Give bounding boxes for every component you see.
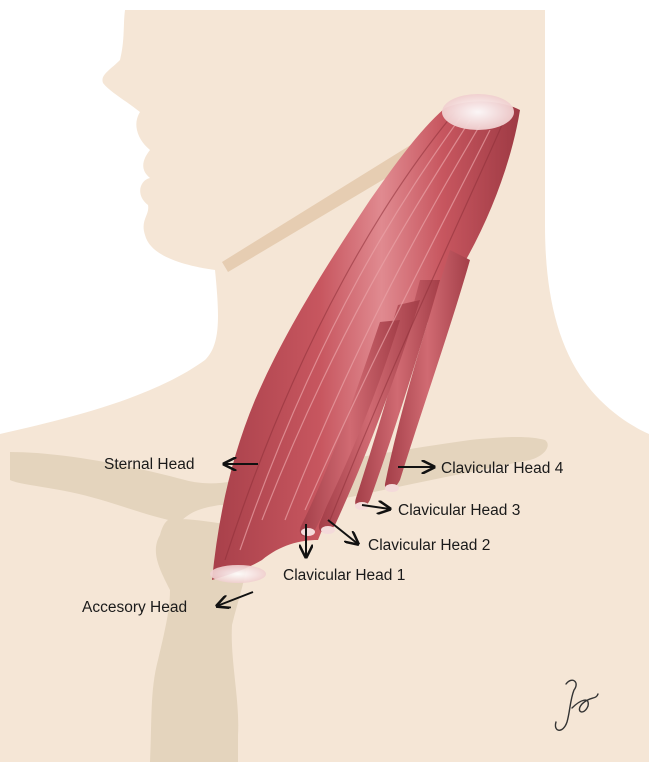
label-clavicular-head-1: Clavicular Head 1	[283, 568, 405, 584]
strip-tendon-2	[321, 526, 335, 534]
mastoid-tendon	[442, 94, 514, 130]
label-clavicular-head-2: Clavicular Head 2	[368, 538, 490, 554]
strip-tendon-1	[301, 528, 315, 536]
sternal-tendon	[210, 565, 266, 583]
label-clavicular-head-3: Clavicular Head 3	[398, 503, 520, 519]
strip-tendon-4	[385, 484, 399, 492]
label-accessory-head: Accesory Head	[82, 600, 187, 616]
label-clavicular-head-4: Clavicular Head 4	[441, 461, 563, 477]
label-sternal-head: Sternal Head	[104, 457, 194, 473]
